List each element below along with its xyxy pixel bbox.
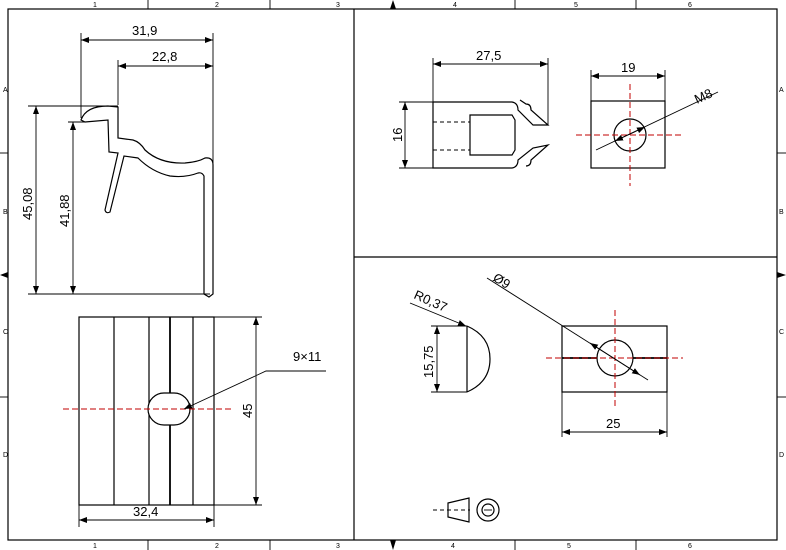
clip-profile-outline — [80, 105, 214, 298]
dim-hole: Ø9 — [490, 270, 513, 292]
zone-B-right: B — [779, 209, 784, 216]
dim-height-inner: 41,88 — [57, 194, 72, 227]
zone-6-bottom: 6 — [688, 543, 692, 550]
zone-3: 3 — [336, 2, 340, 9]
zone-4-bottom: 4 — [451, 543, 455, 550]
view-nut-front: 19 M8 — [576, 60, 719, 186]
center-mark-top-icon — [390, 0, 396, 9]
dim-washer-width: 25 — [606, 416, 620, 431]
center-mark-bottom-icon — [390, 540, 396, 550]
zone-4: 4 — [453, 2, 457, 9]
zone-1-bottom: 1 — [93, 543, 97, 550]
zone-5-bottom: 5 — [567, 543, 571, 550]
view-washer-front: Ø9 25 — [486, 270, 683, 437]
dim-nut-square: 19 — [621, 60, 635, 75]
zone-labels: 1 2 3 4 5 6 1 2 3 4 5 6 A B C D A B C D — [3, 2, 784, 550]
dim-width: 32,4 — [133, 504, 158, 519]
dim-height-overall: 45,08 — [20, 187, 35, 220]
zone-C-right: C — [779, 329, 784, 336]
zone-B: B — [3, 209, 8, 216]
zone-3-bottom: 3 — [336, 543, 340, 550]
dim-width-inner: 22,8 — [152, 49, 177, 64]
view-side-profile: 31,9 22,8 45,08 41,88 — [20, 23, 214, 298]
dim-thread: M8 — [692, 85, 715, 106]
first-angle-projection-icon — [433, 497, 500, 523]
zone-D: D — [3, 452, 8, 459]
dim-height: 45 — [240, 404, 255, 418]
zone-D-right: D — [779, 452, 784, 459]
dim-nut-height: 16 — [390, 128, 405, 142]
dim-slot: 9×11 — [293, 349, 321, 364]
zone-2: 2 — [215, 2, 219, 9]
zone-5: 5 — [574, 2, 578, 9]
zone-A: A — [3, 87, 8, 94]
dim-washer-height: 15,75 — [421, 345, 436, 378]
zone-A-right: A — [779, 87, 784, 94]
center-mark-left-icon — [0, 272, 8, 278]
zone-2-bottom: 2 — [215, 543, 219, 550]
dim-nut-width: 27,5 — [476, 48, 501, 63]
dim-radius: R0,37 — [412, 287, 450, 315]
view-front: 9×11 45 32,4 — [63, 316, 326, 527]
dim-width-overall: 31,9 — [132, 23, 157, 38]
view-washer-side: 15,75 R0,37 — [409, 287, 491, 393]
zone-1: 1 — [93, 2, 97, 9]
center-mark-right-icon — [777, 272, 786, 278]
zone-C: C — [3, 329, 8, 336]
zone-6: 6 — [688, 2, 692, 9]
view-nut-profile: 27,5 16 — [390, 48, 551, 169]
